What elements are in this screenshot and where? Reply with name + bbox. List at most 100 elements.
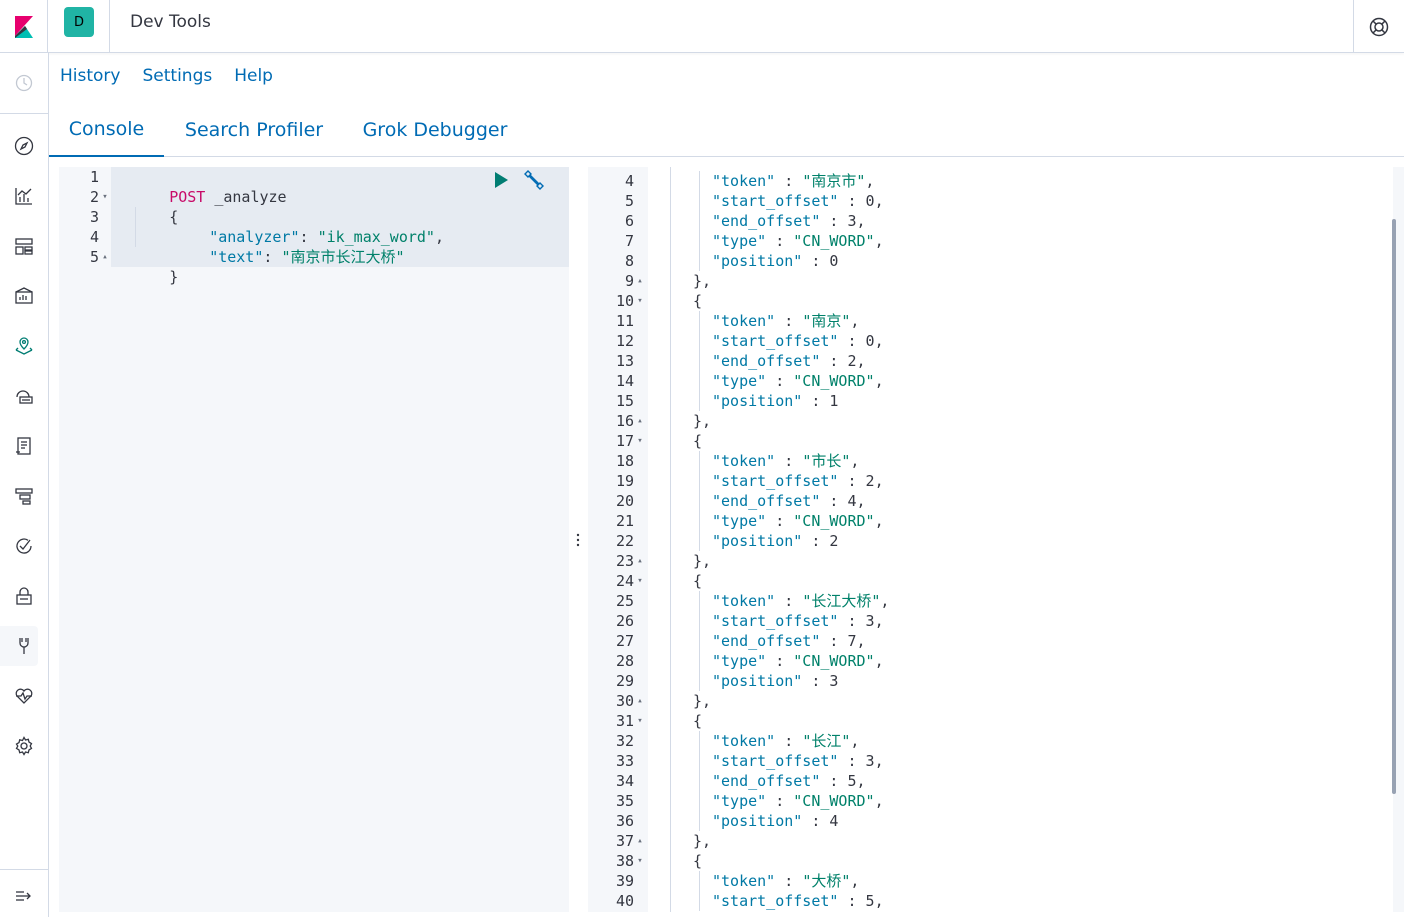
json-key: "type"	[712, 372, 767, 390]
json-key: "end_offset"	[712, 772, 821, 790]
panel-resizer[interactable]	[569, 167, 587, 912]
request-actions-wrench-icon[interactable]	[521, 169, 545, 191]
json-string: "CN_WORD"	[793, 512, 875, 530]
json-separator: :	[766, 792, 794, 810]
output-line-number: 23▴	[588, 551, 648, 571]
json-key: "end_offset"	[712, 352, 821, 370]
tab-console[interactable]: Console	[49, 103, 164, 157]
collapse-menu-icon[interactable]	[0, 876, 48, 916]
output-line-number: 7	[588, 231, 648, 251]
json-key: "start_offset"	[712, 612, 839, 630]
canvas-icon[interactable]	[0, 276, 48, 316]
line-number-text: 6	[624, 212, 634, 230]
run-request-button[interactable]	[490, 169, 512, 191]
indent-guide	[699, 231, 700, 251]
infrastructure-icon[interactable]	[0, 376, 48, 416]
fold-toggle-icon[interactable]: ▾	[637, 436, 643, 446]
fold-toggle-icon[interactable]: ▾	[637, 716, 643, 726]
line-number-text: 27	[615, 632, 634, 650]
output-code-line: "end_offset" : 7,	[712, 631, 866, 651]
output-line-number: 13	[588, 351, 648, 371]
json-separator: :	[775, 872, 803, 890]
json-separator: :	[775, 312, 803, 330]
top-header: D Dev Tools	[0, 0, 1404, 53]
json-separator: :	[838, 752, 866, 770]
line-number-text: 1	[89, 168, 99, 186]
compass-icon[interactable]	[0, 126, 48, 166]
json-separator: :	[802, 392, 830, 410]
fold-toggle-icon[interactable]: ▾	[637, 296, 643, 306]
fold-toggle-icon[interactable]: ▴	[637, 696, 643, 706]
heartbeat-icon[interactable]	[0, 676, 48, 716]
request-line: POST _analyze	[115, 167, 286, 206]
editor-line-number: 1	[59, 167, 111, 187]
gear-icon[interactable]	[0, 726, 48, 766]
visualize-icon[interactable]	[0, 176, 48, 216]
dashboard-icon[interactable]	[0, 226, 48, 266]
wrench-icon[interactable]	[0, 626, 48, 666]
json-separator: :	[775, 452, 803, 470]
output-code-line: "start_offset" : 3,	[712, 611, 884, 631]
json-comma: ,	[874, 192, 884, 210]
output-code-line: "type" : "CN_WORD",	[712, 791, 884, 811]
output-code-line: "token" : "南京市",	[712, 171, 874, 191]
uptime-icon[interactable]	[0, 526, 48, 566]
json-comma: ,	[874, 332, 884, 350]
header-divider	[109, 0, 110, 53]
output-line-number: 11	[588, 311, 648, 331]
output-line-number: 16▴	[588, 411, 648, 431]
json-key: "position"	[712, 672, 803, 690]
code-line: {	[115, 187, 178, 226]
output-line-number: 4	[588, 171, 648, 191]
code-line: }	[115, 247, 178, 286]
request-url: _analyze	[205, 188, 287, 206]
fold-toggle-icon[interactable]: ▴	[637, 556, 643, 566]
tab-search-profiler[interactable]: Search Profiler	[184, 119, 324, 141]
apm-icon[interactable]	[0, 476, 48, 516]
json-string: "南京市长江大桥"	[281, 248, 405, 266]
fold-toggle-icon[interactable]: ▴	[637, 276, 643, 286]
json-key: "start_offset"	[712, 472, 839, 490]
clock-icon[interactable]	[0, 63, 48, 103]
indent-guide	[699, 371, 700, 391]
output-scrollbar[interactable]	[1392, 219, 1396, 794]
output-line-number: 12	[588, 331, 648, 351]
output-code-line: "token" : "大桥",	[712, 871, 859, 891]
maps-icon[interactable]	[0, 326, 48, 366]
help-link[interactable]: Help	[234, 66, 273, 86]
json-separator: :	[775, 732, 803, 750]
line-number-text: 20	[615, 492, 634, 510]
lock-icon[interactable]	[0, 576, 48, 616]
line-number-text: 15	[615, 392, 634, 410]
settings-link[interactable]: Settings	[142, 66, 213, 86]
logs-icon[interactable]	[0, 426, 48, 466]
output-line-number: 10▾	[588, 291, 648, 311]
output-line-number: 30▴	[588, 691, 648, 711]
json-comma: ,	[874, 752, 884, 770]
indent-guide	[699, 351, 700, 371]
fold-toggle-icon[interactable]: ▴	[637, 836, 643, 846]
tab-grok-debugger[interactable]: Grok Debugger	[362, 119, 508, 141]
space-avatar[interactable]: D	[64, 7, 94, 37]
output-code-line: "position" : 4	[712, 811, 838, 831]
indent-guide	[699, 191, 700, 211]
fold-toggle-icon[interactable]: ▾	[637, 576, 643, 586]
nav-divider	[0, 869, 48, 870]
fold-toggle-icon[interactable]: ▴	[102, 252, 108, 262]
json-separator: :	[838, 192, 866, 210]
fold-toggle-icon[interactable]: ▾	[637, 856, 643, 866]
kibana-logo-icon[interactable]	[0, 0, 48, 53]
json-number: 3	[829, 672, 839, 690]
fold-toggle-icon[interactable]: ▴	[637, 416, 643, 426]
fold-toggle-icon[interactable]: ▾	[102, 192, 108, 202]
help-lifebuoy-icon[interactable]	[1353, 0, 1404, 53]
history-link[interactable]: History	[60, 66, 121, 86]
json-comma: ,	[850, 732, 860, 750]
output-line-number: 29	[588, 671, 648, 691]
json-key: "end_offset"	[712, 212, 821, 230]
output-line-number: 17▾	[588, 431, 648, 451]
json-comma: ,	[874, 892, 884, 910]
line-number-text: 2	[89, 188, 99, 206]
